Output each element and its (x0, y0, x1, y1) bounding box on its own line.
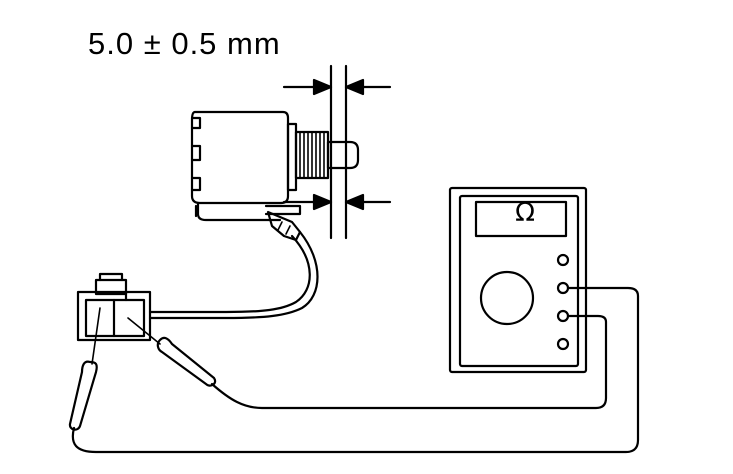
meter-display[interactable] (476, 202, 566, 236)
sensor-flange (288, 124, 296, 190)
meter-jack-3[interactable] (558, 311, 568, 321)
sensor-body-notch-low (192, 178, 200, 190)
sensor-cable (150, 232, 318, 318)
arrow-top-left (314, 80, 331, 94)
connector (78, 274, 150, 340)
sensor-body (192, 112, 288, 203)
arrow-bottom-left (314, 195, 331, 209)
meter-jack-2[interactable] (558, 283, 568, 293)
meter-outer-case (450, 188, 586, 372)
dimension-label: 5.0 ± 0.5 mm (88, 26, 281, 61)
sensor-assembly (192, 112, 358, 240)
test-leads (73, 288, 638, 452)
connector-housing (78, 292, 150, 340)
arrow-bottom-right (346, 195, 363, 209)
meter-jack-1[interactable] (558, 255, 568, 265)
connector-latch (96, 280, 126, 294)
lead-from-right-probe (212, 316, 606, 408)
sensor-lead-upper (198, 203, 280, 220)
probe-right (128, 318, 215, 386)
dimension-marker (284, 66, 390, 238)
plunger (328, 142, 358, 168)
sensor-body-notch-top (192, 118, 200, 128)
meter-dial[interactable] (481, 272, 533, 324)
wire-boot (268, 212, 300, 240)
arrow-top-right (346, 80, 363, 94)
sensor-lead-housing (266, 206, 300, 214)
ohm-symbol: Ω (515, 198, 535, 228)
meter-inner-face (460, 196, 578, 366)
multimeter (450, 188, 586, 372)
shaft-threads (300, 132, 324, 178)
meter-jack-4[interactable] (558, 339, 568, 349)
sensor-body-notch-mid (192, 146, 200, 160)
lead-from-left-probe (73, 288, 638, 452)
